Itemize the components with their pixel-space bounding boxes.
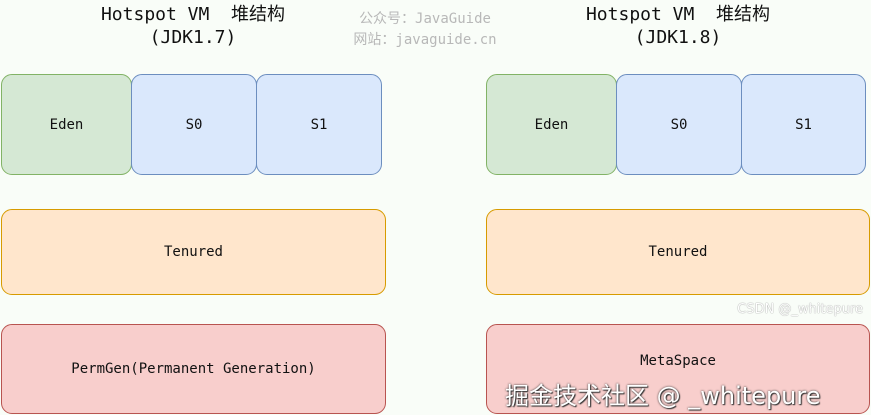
right-title: Hotspot VM 堆结构 (JDK1.8) bbox=[528, 3, 828, 49]
right-title-line2: (JDK1.8) bbox=[634, 27, 722, 48]
left-permgen-box: PermGen(Permanent Generation) bbox=[1, 324, 386, 414]
right-s0-box: S0 bbox=[616, 74, 742, 175]
right-metaspace-box: MetaSpace bbox=[486, 324, 870, 414]
watermark-line1: 公众号：JavaGuide bbox=[359, 11, 491, 27]
watermark-line2: 网站：javaguide.cn bbox=[353, 32, 497, 48]
left-s0-box: S0 bbox=[131, 74, 257, 175]
left-s1-box: S1 bbox=[256, 74, 382, 175]
javaguide-watermark: 公众号：JavaGuide 网站：javaguide.cn bbox=[325, 9, 525, 51]
left-tenured-box: Tenured bbox=[1, 209, 386, 295]
right-tenured-box: Tenured bbox=[486, 209, 870, 295]
right-s1-box: S1 bbox=[741, 74, 866, 175]
left-title: Hotspot VM 堆结构 (JDK1.7) bbox=[43, 3, 343, 49]
right-eden-box: Eden bbox=[486, 74, 617, 175]
right-title-line1: Hotspot VM 堆结构 bbox=[585, 4, 771, 25]
csdn-watermark: CSDN @_whitepure bbox=[737, 302, 863, 317]
left-title-line2: (JDK1.7) bbox=[149, 27, 237, 48]
left-title-line1: Hotspot VM 堆结构 bbox=[100, 4, 286, 25]
juejin-watermark: 掘金技术社区 @ _whitepure bbox=[505, 382, 821, 410]
left-eden-box: Eden bbox=[1, 74, 132, 175]
